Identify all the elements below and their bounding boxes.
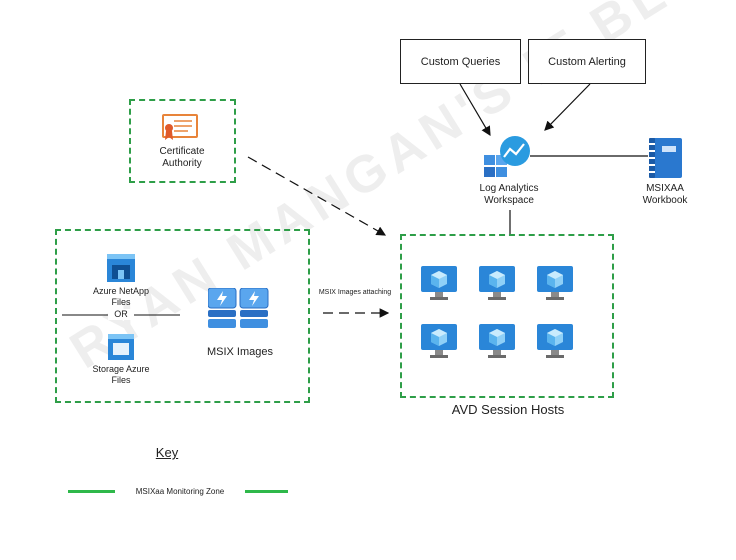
- key-title: Key: [155, 445, 179, 460]
- custom-queries-label: Custom Queries: [420, 55, 501, 68]
- workbook-icon: [648, 136, 684, 185]
- log-analytics-label: Log Analytics Workspace: [462, 183, 556, 207]
- or-label: OR: [108, 309, 134, 320]
- workbook-label: MSIXAA Workbook: [630, 183, 700, 207]
- certificate-line1: Certificate: [159, 146, 205, 157]
- log-analytics-line1: Log Analytics: [479, 183, 539, 194]
- certificate-icon: [162, 114, 198, 147]
- azure-netapp-label: Azure NetApp Files: [72, 286, 170, 308]
- log-analytics-icon: [484, 135, 532, 186]
- attaching-label: MSIX Images attaching: [318, 289, 392, 296]
- log-analytics-line2: Workspace: [484, 195, 534, 206]
- netapp-line1: Azure NetApp: [92, 286, 150, 296]
- alerting-arrow: [544, 83, 591, 131]
- certificate-line2: Authority: [162, 158, 202, 169]
- session-hosts-grid: [420, 265, 598, 365]
- storage-azure-label: Storage Azure Files: [72, 364, 170, 386]
- azure-netapp-icon: [106, 253, 136, 288]
- storage-zone: [55, 229, 310, 403]
- session-hosts-label: AVD Session Hosts: [451, 402, 565, 417]
- certificate-zone: [129, 99, 236, 183]
- azure-line2: Files: [111, 375, 131, 385]
- custom-queries-box: Custom Queries: [400, 39, 521, 84]
- custom-alerting-box: Custom Alerting: [528, 39, 646, 84]
- netapp-line2: Files: [111, 297, 131, 307]
- azure-line1: Storage Azure: [92, 364, 150, 374]
- msix-images-icon: [207, 287, 270, 337]
- workbook-line2: Workbook: [642, 195, 688, 206]
- workbook-line1: MSIXAA: [646, 183, 684, 194]
- queries-arrow: [459, 83, 491, 137]
- key-legend-label: MSIXaa Monitoring Zone: [115, 486, 245, 498]
- certificate-arrow: [247, 156, 387, 236]
- custom-alerting-label: Custom Alerting: [548, 55, 626, 68]
- storage-azure-files-icon: [107, 333, 135, 366]
- certificate-authority-label: Certificate Authority: [134, 146, 230, 170]
- session-hosts-zone: [400, 234, 614, 398]
- msix-images-label: MSIX Images: [206, 346, 274, 358]
